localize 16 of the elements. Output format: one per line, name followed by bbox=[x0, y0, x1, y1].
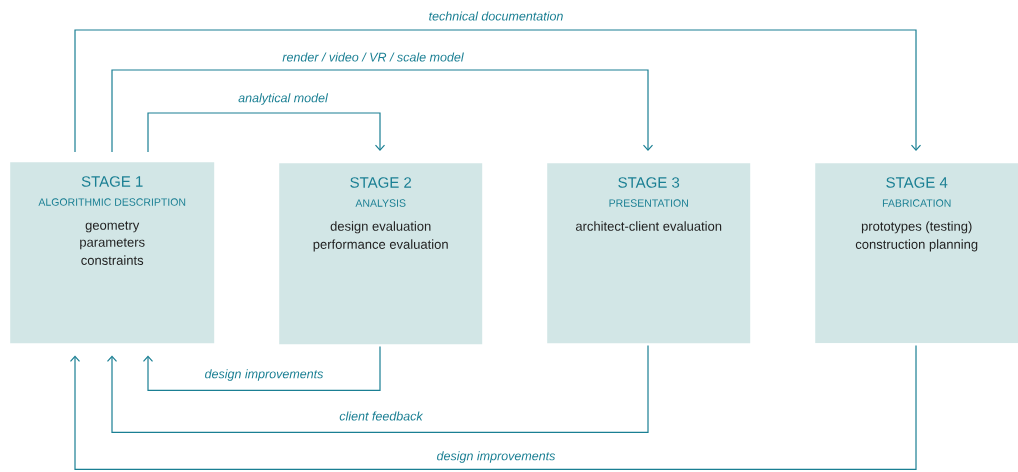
edge-label: design improvements bbox=[435, 449, 557, 465]
arrow bbox=[111, 69, 654, 153]
stage-box: STAGE 2 ANALYSIS design evaluation performance evaluation bbox=[279, 163, 483, 345]
arrow bbox=[74, 29, 922, 153]
arrow bbox=[147, 112, 386, 153]
edge-label: client feedback bbox=[337, 409, 425, 423]
edge-label: technical documentation bbox=[427, 9, 565, 23]
edge-label: analytical model bbox=[236, 91, 330, 107]
arrow bbox=[69, 344, 917, 470]
stage-box: STAGE 1 ALGORITHMIC DESCRIPTION geometry parameters constraints bbox=[10, 162, 215, 344]
edge-label: render / video / VR / scale model bbox=[280, 50, 466, 64]
stage-box: STAGE 4 FABRICATION prototypes (testing) construction planning bbox=[815, 163, 1018, 344]
arrow bbox=[142, 345, 381, 391]
stage-box: STAGE 3 PRESENTATION architect-client evaluation bbox=[547, 163, 751, 344]
edge-label: design improvements bbox=[203, 367, 325, 383]
arrow bbox=[106, 344, 649, 433]
